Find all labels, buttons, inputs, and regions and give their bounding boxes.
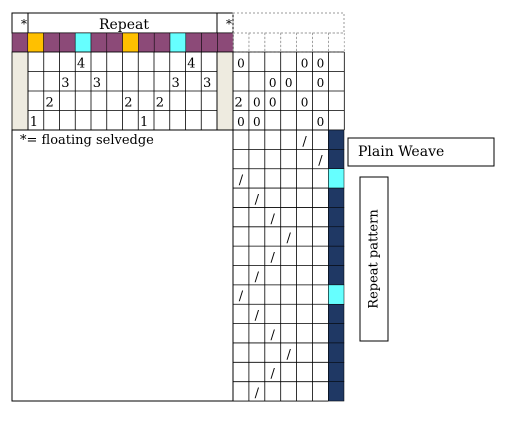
warp-color-cell: [74, 32, 92, 53]
warp-color-cell: [169, 32, 187, 53]
weft-color-cell: [328, 187, 345, 208]
tieup-mark: 0: [301, 57, 309, 71]
tieup-color-spacer: [296, 32, 313, 53]
weft-color-cell: [328, 149, 345, 169]
tieup-mark: 0: [237, 57, 245, 71]
weft-color-cell: [328, 362, 345, 382]
treadling-mark: /: [239, 289, 244, 304]
warp-color-cell: [122, 32, 139, 53]
treadling-mark: /: [302, 134, 307, 149]
floating-selvedge-note: *= floating selvedge: [20, 133, 154, 148]
weft-color-cell: [328, 323, 345, 344]
treadling-mark: /: [255, 386, 260, 401]
weft-color-cell: [328, 245, 345, 266]
warp-color-cell: [43, 32, 60, 53]
treadling-mark: /: [271, 328, 276, 343]
shaft-number: 4: [187, 57, 195, 72]
plain-weave-box: [347, 137, 495, 167]
tieup-color-spacer: [280, 32, 298, 53]
weft-color-cell: [328, 381, 345, 402]
weft-color-cell: [328, 342, 345, 363]
weft-color-cell: [328, 284, 345, 305]
shaft-number: 3: [61, 76, 69, 91]
tieup-mark: 0: [237, 115, 245, 129]
plain-weave-label: Plain Weave: [358, 144, 445, 160]
tieup-header-frame: [232, 12, 345, 34]
warp-color-row: [11, 32, 345, 53]
weft-color-column: [328, 129, 345, 402]
tieup-color-spacer: [232, 32, 250, 53]
left-selvedge-asterisk: *: [21, 17, 27, 31]
warp-color-cell: [106, 32, 123, 53]
repeat-label: Repeat: [99, 17, 149, 33]
tieup-color-spacer: [248, 32, 266, 53]
warp-color-cell: [27, 32, 44, 53]
warp-color-cell: [11, 32, 29, 53]
warp-color-cell: [90, 32, 108, 53]
shaft-number: 3: [93, 76, 101, 91]
shaft-number: 2: [234, 96, 242, 111]
tieup-mark: 0: [253, 115, 261, 129]
weft-color-cell: [328, 168, 345, 189]
treadling-mark: /: [271, 251, 276, 266]
tieup-mark: 0: [301, 96, 309, 110]
weft-color-cell: [328, 226, 345, 247]
right-selvedge-asterisk: *: [226, 17, 232, 31]
repeat-pattern-box: [359, 176, 389, 342]
treadling-mark: /: [271, 212, 276, 227]
shaft-number: 3: [203, 76, 211, 91]
treadling-mark: /: [255, 270, 260, 285]
treadling-mark: /: [286, 347, 291, 362]
tieup-mark: 0: [285, 76, 293, 90]
drawdown-area: [11, 129, 234, 402]
shaft-number: 4: [77, 57, 85, 72]
treadling-grid: / / / / / / / / / / / / / /: [232, 129, 329, 402]
tieup-mark: 0: [317, 57, 325, 71]
warp-color-cell: [217, 32, 234, 53]
repeat-pattern-label: Repeat pattern: [366, 209, 382, 309]
right-selvedge-column: [216, 51, 234, 131]
warp-color-cell: [59, 32, 76, 53]
weft-color-cell: [328, 303, 345, 324]
treadling-mark: /: [271, 367, 276, 382]
weft-color-cell: [328, 265, 345, 286]
warp-color-cell: [138, 32, 155, 53]
shaft-number: 2: [124, 96, 132, 111]
tieup-mark: 0: [253, 96, 261, 110]
weft-color-cell: [328, 129, 345, 150]
shaft-number: 1: [30, 115, 38, 130]
warp-color-cell: [185, 32, 202, 53]
tieup-mark: 0: [317, 76, 325, 90]
tieup-color-spacer: [327, 32, 345, 53]
tieup-color-spacer: [264, 32, 282, 53]
treadling-mark: /: [239, 173, 244, 188]
tieup-mark: 0: [269, 76, 277, 90]
shaft-number: 3: [171, 76, 179, 91]
shaft-number: 2: [156, 96, 164, 111]
tieup-color-spacer: [312, 32, 329, 53]
warp-color-cell: [201, 32, 218, 53]
treadling-mark: /: [255, 309, 260, 324]
tieup-mark: 0: [269, 96, 277, 110]
treadling-mark: /: [318, 154, 323, 169]
tieup-mark: 0: [317, 115, 325, 129]
treadling-mark: /: [255, 192, 260, 207]
treadling-mark: /: [286, 231, 291, 246]
weft-color-cell: [328, 207, 345, 228]
left-selvedge-column: [11, 51, 29, 131]
shaft-number: 1: [140, 115, 148, 130]
shaft-number: 2: [45, 96, 53, 111]
warp-color-cell: [153, 32, 171, 53]
